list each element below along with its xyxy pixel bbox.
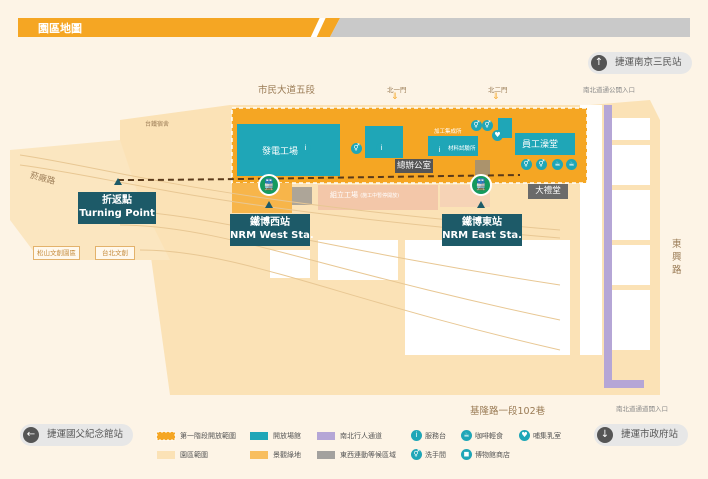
shop-icon: ◼ <box>461 449 472 460</box>
train-icon[interactable]: 🚆 <box>258 174 280 196</box>
general-office-label: 總辦公室 <box>395 159 433 173</box>
staff-bath-label: 員工澡堂 <box>522 140 559 150</box>
cafe-icon: ☕ <box>461 430 472 441</box>
heritage-railway-line <box>117 174 521 181</box>
legend-scenic-green: 景觀綠地 <box>273 451 301 459</box>
mrt-arrow-icon: ↑ <box>591 55 607 71</box>
legend-nursing-room: 哺集乳室 <box>533 432 561 440</box>
cafe-icon[interactable]: ☕ <box>566 159 577 170</box>
header-bar-orange <box>18 18 340 37</box>
legend-open-venue: 開放場館 <box>273 432 301 440</box>
assembly-hall-label: 大禮堂 <box>528 184 568 199</box>
restroom-icon[interactable]: ⚥ <box>471 120 482 131</box>
underpass-south-label: 南北道通道開入口 <box>616 405 668 413</box>
north-gate-2: 北二門 <box>488 86 508 94</box>
turning-marker-icon <box>114 177 122 185</box>
power-plant-building <box>237 124 340 176</box>
legend-info-desk: 服務台 <box>425 432 446 440</box>
mrt-arrow-icon: ↓ <box>597 427 613 443</box>
road-top: 市民大道五段 <box>258 85 316 96</box>
mrt-nanjing-sanmin-button[interactable]: ↑ 捷運南京三民站 <box>588 52 692 74</box>
underpass-north-label: 南北道通公開入口 <box>583 86 635 94</box>
left-small-building: 台鐵宿舍 <box>145 121 170 128</box>
turning-point-station[interactable]: 折返點 Turning Point <box>78 192 156 224</box>
north-south-passage <box>604 105 612 388</box>
nursing-icon[interactable]: ♥ <box>492 130 503 141</box>
road-right: 東興路 <box>672 239 682 276</box>
restroom-icon[interactable]: ⚥ <box>536 159 547 170</box>
legend-cafe: 咖啡輕食 <box>475 432 503 440</box>
legend-restroom: 洗手間 <box>425 451 446 459</box>
north-small-label-1: 加工集成所 <box>434 129 462 135</box>
mrt-arrow-icon: ← <box>23 427 39 443</box>
restroom-icon[interactable]: ⚥ <box>351 143 362 154</box>
train-icon[interactable]: 🚆 <box>470 174 492 196</box>
legend-phase1: 第一階段開放範圍 <box>180 432 236 440</box>
legend-swatches <box>156 431 335 459</box>
legend-pedestrian-passage: 南北行人通道 <box>340 432 382 440</box>
east-marker-icon <box>477 200 485 208</box>
west-marker-icon <box>265 200 273 208</box>
nrm-east-station[interactable]: 鐵博東站 NRM East Sta. <box>442 214 522 246</box>
info-icon[interactable]: i <box>376 143 387 154</box>
info-icon: i <box>411 430 422 441</box>
cafe-icon[interactable]: ☕ <box>552 159 563 170</box>
assembly-workshop <box>318 185 438 210</box>
power-plant-label: 發電工場 <box>262 147 299 157</box>
restroom-icon[interactable]: ⚥ <box>482 120 493 131</box>
restroom-icon: ⚥ <box>411 449 422 460</box>
info-icon[interactable]: i <box>434 145 445 156</box>
header-bar-grey <box>330 18 690 37</box>
road-bottom: 基隆路一段102巷 <box>470 406 546 417</box>
legend-park-area: 園區範圍 <box>180 451 208 459</box>
north-gate-1: 北一門 <box>387 86 407 94</box>
nursing-icon: ♥ <box>519 430 530 441</box>
map-title: 園區地圖 <box>38 22 82 35</box>
legend-east-west-line: 東西連動等候區域 <box>340 451 396 459</box>
north-gate-1-arrow: ⇓ <box>391 92 399 102</box>
info-icon[interactable]: i <box>300 143 311 154</box>
mrt-city-hall-button[interactable]: ↓ 捷運市政府站 <box>594 424 689 446</box>
restroom-icon[interactable]: ⚥ <box>521 159 532 170</box>
nrm-west-station[interactable]: 鐵博西站 NRM West Sta. <box>230 214 314 246</box>
assembly-workshop-label: 組立工場 (施工中暫停開放) <box>330 191 400 199</box>
cultural-label-2: 台北文創 <box>95 246 135 260</box>
cultural-label-1: 松山文創園區 <box>33 246 80 260</box>
legend-museum-shop: 博物館商店 <box>475 451 510 459</box>
mrt-sun-yat-sen-memorial-button[interactable]: ← 捷運國父紀念館站 <box>20 424 134 446</box>
staff-bath-building <box>515 133 575 155</box>
north-gate-2-arrow: ⇓ <box>492 92 500 102</box>
north-small-label-2: 材料試驗所 <box>448 146 476 152</box>
